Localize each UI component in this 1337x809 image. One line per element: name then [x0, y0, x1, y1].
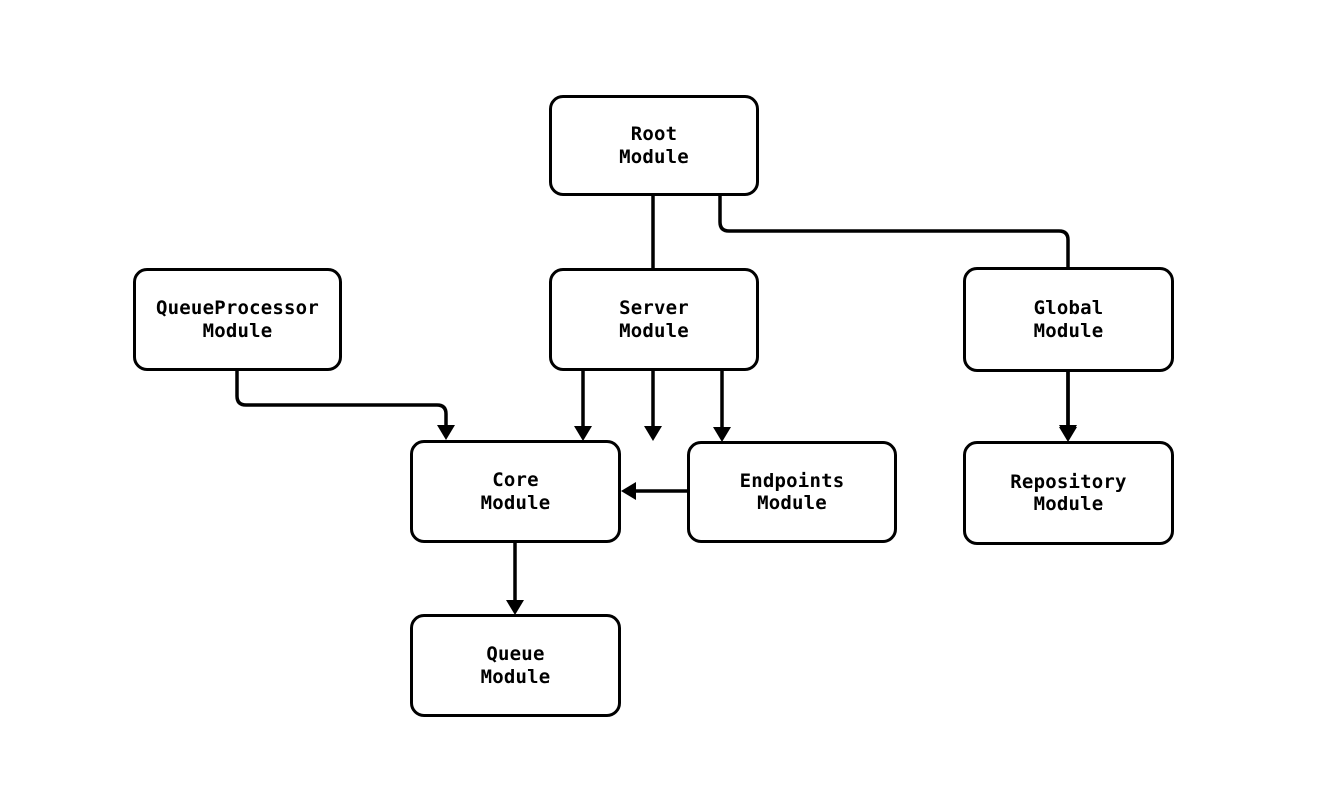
node-endpoints[interactable]: Endpoints Module [687, 441, 897, 543]
node-core[interactable]: Core Module [410, 440, 621, 543]
node-queue-label: Queue Module [480, 643, 551, 688]
edge-queueprocessor-core [235, 371, 455, 440]
node-repository[interactable]: Repository Module [963, 441, 1174, 545]
edge-global-repository [1059, 372, 1077, 442]
node-server[interactable]: Server Module [549, 268, 759, 371]
edge-server-core [574, 371, 592, 441]
node-global[interactable]: Global Module [963, 267, 1174, 372]
edge-core-queue [506, 543, 524, 615]
node-server-label: Server Module [619, 297, 689, 342]
node-queueprocessor[interactable]: QueueProcessor Module [133, 268, 342, 371]
node-repository-label: Repository Module [1010, 470, 1127, 515]
node-core-label: Core Module [480, 469, 551, 514]
node-endpoints-label: Endpoints Module [739, 469, 845, 514]
node-global-label: Global Module [1033, 297, 1104, 342]
edge-endpoints-core [621, 482, 687, 500]
node-root[interactable]: Root Module [549, 95, 759, 196]
node-queueprocessor-label: QueueProcessor Module [156, 297, 319, 342]
node-queue[interactable]: Queue Module [410, 614, 621, 717]
edge-server-endpoints [713, 371, 731, 442]
node-root-label: Root Module [619, 123, 689, 168]
